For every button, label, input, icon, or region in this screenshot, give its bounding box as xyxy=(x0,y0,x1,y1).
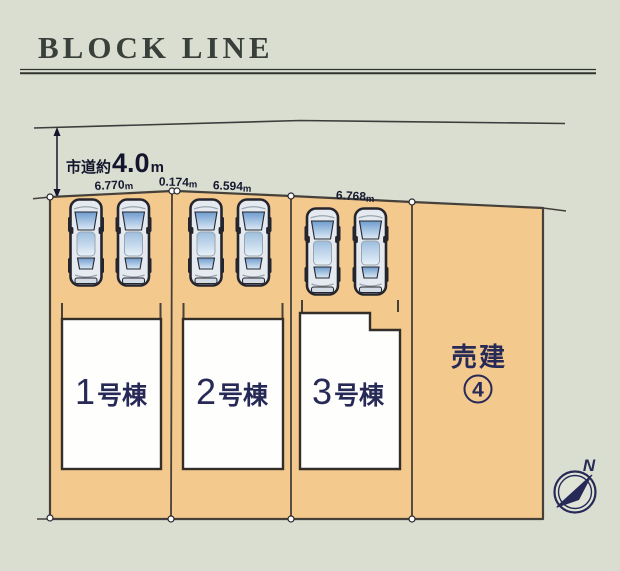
car-plot2-right xyxy=(234,198,273,287)
compass-needle-icon xyxy=(556,475,592,508)
lot4-number: 4 xyxy=(472,379,484,402)
measurement-6594-value: 6.594 xyxy=(213,178,244,193)
compass-inner-ring xyxy=(557,474,593,510)
building-1-number: 1 xyxy=(75,371,95,412)
road-width-label: 市道約4.0m xyxy=(66,148,164,178)
survey-point-markers xyxy=(46,187,416,523)
lot4-circled-number: 4 xyxy=(463,374,493,404)
road-width-arrow xyxy=(53,127,61,198)
car-plot3-right xyxy=(351,207,390,296)
measurement-0174-value: 0.174 xyxy=(159,175,190,190)
boundary-extension-right xyxy=(542,207,567,212)
road-label-unit: m xyxy=(151,159,164,176)
compass: N xyxy=(553,456,597,514)
measurement-6768-value: 6.768 xyxy=(336,188,367,204)
page-title: BLOCK LINE xyxy=(38,30,274,65)
building-2 xyxy=(181,317,285,471)
building-3 xyxy=(298,311,402,471)
measurement-6770: 6.770m xyxy=(94,177,133,194)
measurement-6770-value: 6.770 xyxy=(94,177,125,193)
building-2-suffix: 号棟 xyxy=(218,382,269,410)
road-top-boundary-line xyxy=(33,119,566,129)
building-3-number: 3 xyxy=(312,371,332,412)
plot-divider-1-2 xyxy=(170,190,173,520)
measurement-6768-unit: m xyxy=(366,194,375,205)
car-plot1-left xyxy=(66,198,106,287)
car-plot2-left xyxy=(186,198,226,287)
road-label-prefix: 市道約 xyxy=(66,158,111,176)
building-2-number: 2 xyxy=(196,371,216,412)
lot4-label: 売建 xyxy=(451,342,507,372)
road-label-value: 4.0 xyxy=(112,148,150,178)
measurement-0174-unit: m xyxy=(189,179,198,190)
building-1-suffix: 号棟 xyxy=(97,382,148,410)
measurement-6770-unit: m xyxy=(124,181,133,192)
building-1 xyxy=(60,317,163,471)
measurement-0174: 0.174m xyxy=(159,175,198,191)
parking-boundary-ticks xyxy=(61,300,399,318)
compass-needle-axis xyxy=(556,474,593,508)
measurement-6594-unit: m xyxy=(243,183,252,194)
building-3-suffix: 号棟 xyxy=(334,382,385,410)
car-plot3-left xyxy=(303,207,342,296)
measurement-6594: 6.594m xyxy=(213,178,252,195)
car-plot1-right xyxy=(114,198,153,287)
measurement-6768: 6.768m xyxy=(336,188,375,205)
building-1-label: 1号棟 xyxy=(75,371,148,412)
building-3-label: 3号棟 xyxy=(312,371,385,412)
compass-north-label: N xyxy=(583,456,596,475)
building-2-label: 2号棟 xyxy=(196,371,269,412)
